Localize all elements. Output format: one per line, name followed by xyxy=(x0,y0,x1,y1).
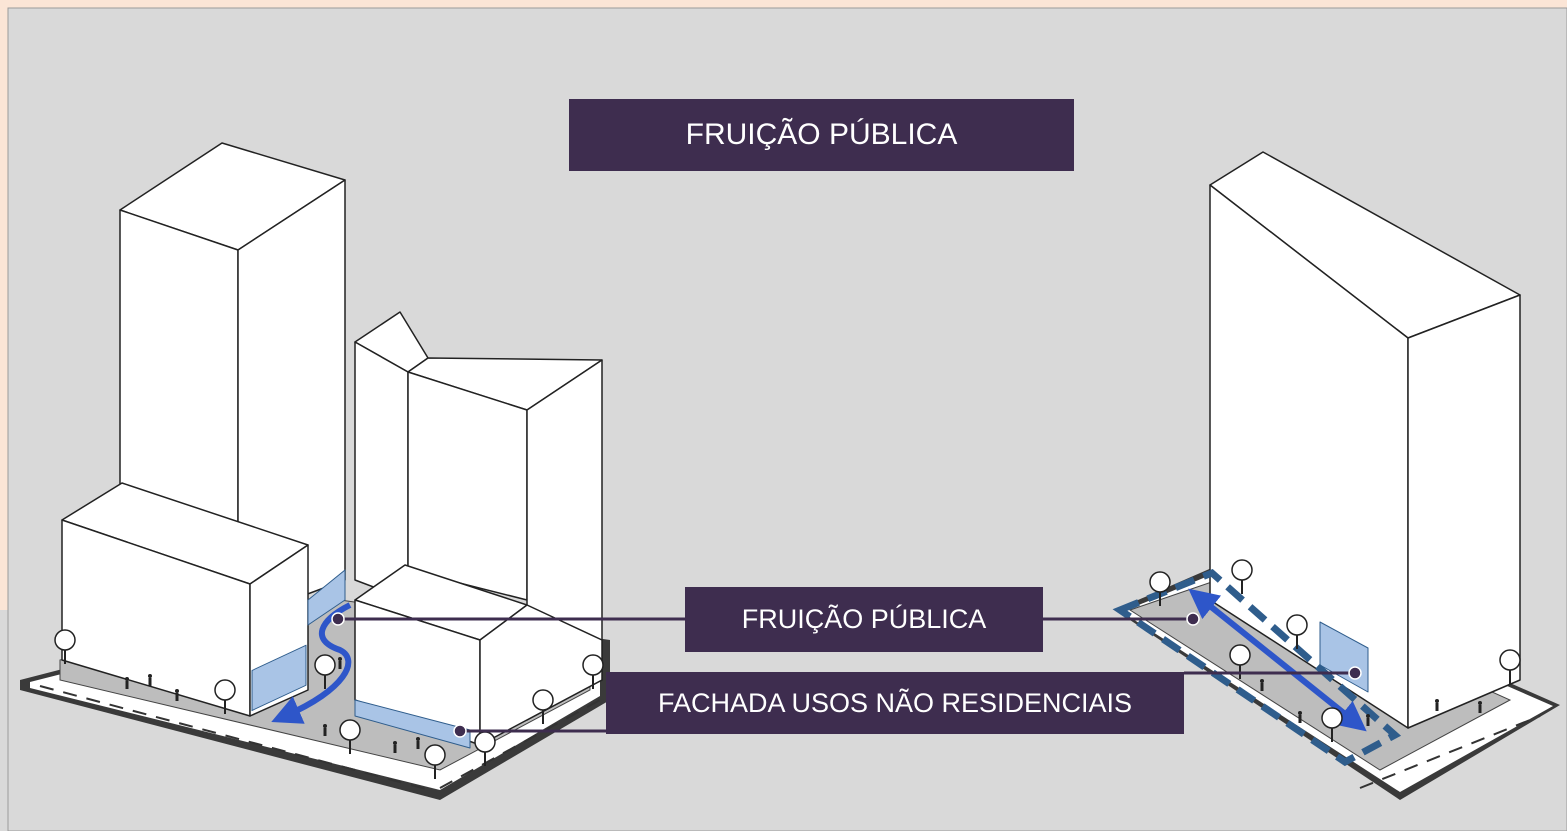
left-low-block xyxy=(61,482,309,717)
page-title: FRUIÇÃO PÚBLICA xyxy=(569,99,1074,171)
middle-block xyxy=(307,311,603,749)
leader-dots xyxy=(331,612,1362,738)
flow-arrow-right xyxy=(1188,588,1367,732)
leader-lines xyxy=(338,617,1355,733)
fruicao-publica-label: FRUIÇÃO PÚBLICA xyxy=(685,587,1043,652)
flow-arrow-left xyxy=(271,602,352,724)
fachada-usos-label: FACHADA USOS NÃO RESIDENCIAIS xyxy=(606,672,1184,734)
